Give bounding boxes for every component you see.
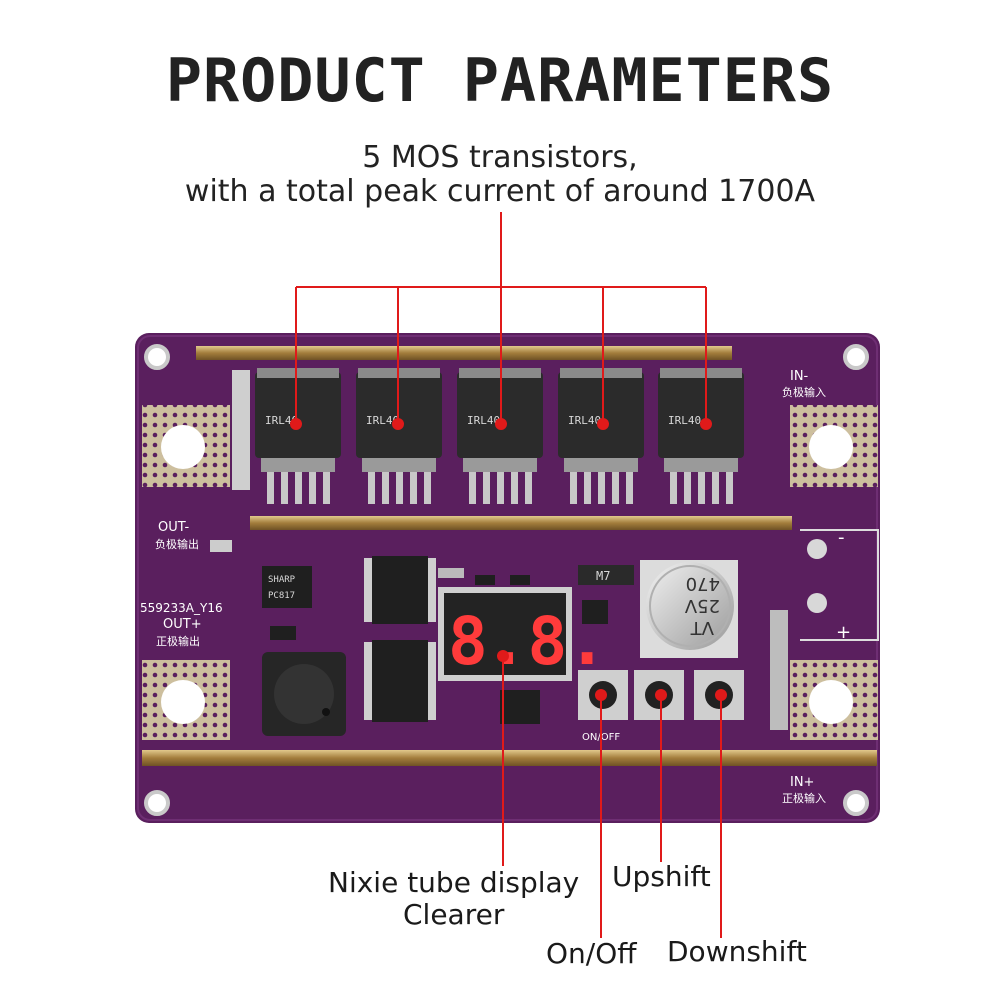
mos-caption-line2: with a total peak current of around 1700… bbox=[184, 174, 816, 209]
callout-upshift: Upshift bbox=[612, 860, 711, 893]
in-pos-cn-label: 正极输入 bbox=[782, 791, 826, 805]
mounting-holes bbox=[144, 344, 869, 816]
callout-display-line1: Nixie tube display bbox=[328, 866, 580, 899]
terminal-pads bbox=[142, 405, 878, 740]
mosfet-4-marking: IRL40 bbox=[568, 414, 601, 427]
mosfet-2-marking: IRL40 bbox=[366, 414, 399, 427]
left-header-strip bbox=[232, 370, 250, 490]
callout-dots bbox=[290, 418, 727, 701]
capacitor-rating: 25V bbox=[684, 595, 720, 616]
copper-bars bbox=[142, 346, 877, 766]
mosfet-5: IRL40 bbox=[658, 368, 744, 504]
in-neg-label: IN- bbox=[790, 369, 809, 384]
mosfet-4: IRL40 bbox=[558, 368, 644, 504]
mosfet-1: IRL40 bbox=[255, 368, 341, 504]
out-neg-label: OUT- bbox=[158, 520, 189, 535]
page-title: PRODUCT PARAMETERS bbox=[165, 46, 835, 116]
out-pos-label: OUT+ bbox=[163, 617, 202, 632]
diode bbox=[578, 565, 634, 585]
capacitor-value: 470 bbox=[686, 573, 720, 594]
terminal-minus: - bbox=[838, 527, 845, 548]
out-pos-cn-label: 正极输出 bbox=[156, 634, 200, 648]
diode-label: M7 bbox=[596, 569, 610, 583]
callout-lines bbox=[295, 212, 722, 938]
callout-display-line2: Clearer bbox=[403, 898, 505, 931]
out-neg-cn-label: 负极输出 bbox=[155, 537, 199, 551]
capacitor-vt: VT bbox=[690, 617, 714, 638]
in-pos-label: IN+ bbox=[790, 775, 814, 790]
seven-segment-display: 8.8. bbox=[438, 587, 607, 681]
mos-caption-line1: 5 MOS transistors, bbox=[362, 140, 638, 175]
model-label: 559233A_Y16 bbox=[140, 601, 223, 615]
mosfet-1-marking: IRL40 bbox=[265, 414, 298, 427]
callout-onoff: On/Off bbox=[546, 937, 637, 970]
optocoupler bbox=[262, 566, 312, 608]
mosfet-3-marking: IRL40 bbox=[467, 414, 500, 427]
ic-chips bbox=[364, 556, 540, 724]
optocoupler-part: PC817 bbox=[268, 591, 295, 601]
callout-downshift: Downshift bbox=[667, 935, 807, 968]
electrolytic-capacitor: VT 25V 470 bbox=[640, 560, 738, 658]
mosfet-5-marking: IRL40 bbox=[668, 414, 701, 427]
in-neg-cn-label: 负极输入 bbox=[782, 385, 826, 399]
display-digits: 8.8. bbox=[448, 603, 607, 680]
terminal-plus: + bbox=[836, 622, 851, 643]
optocoupler-label: SHARP bbox=[268, 575, 296, 585]
mosfet-row: IRL40 IRL40 IRL40 IRL40 bbox=[255, 368, 744, 504]
smd-components bbox=[210, 540, 608, 640]
